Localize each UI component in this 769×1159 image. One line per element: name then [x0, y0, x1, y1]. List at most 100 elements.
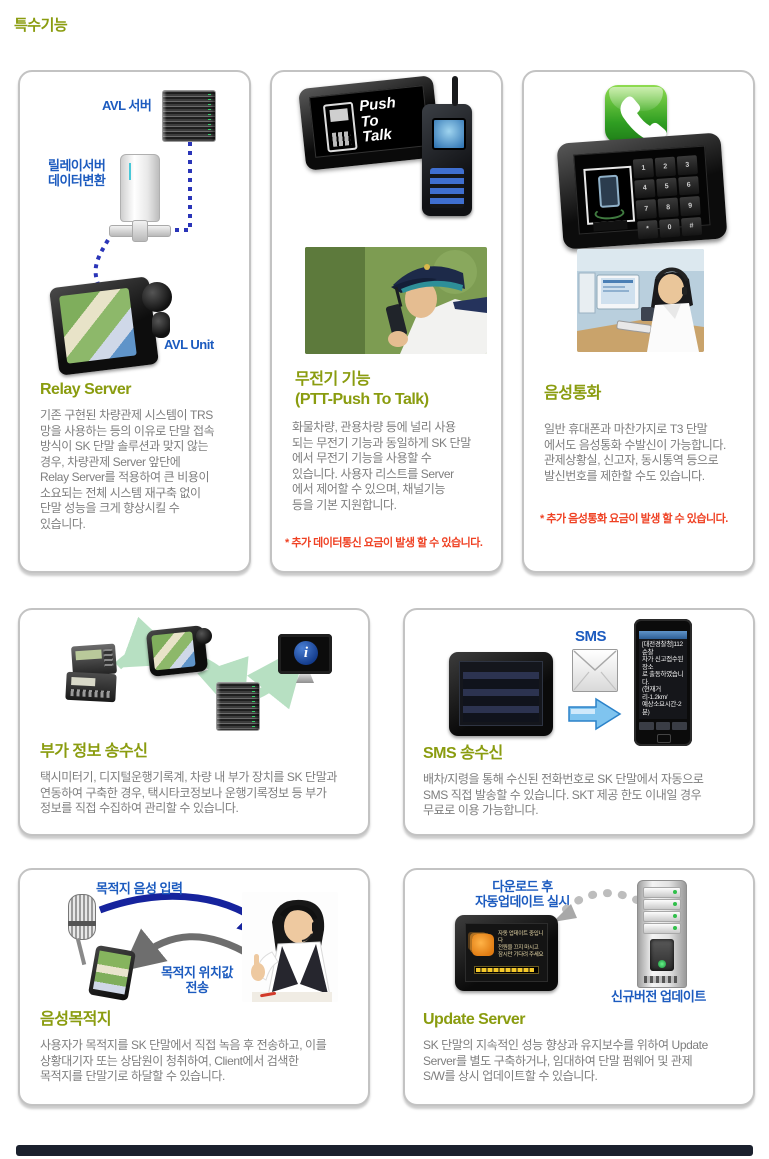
relay-converter-label: 릴레이서버 데이터변환	[48, 158, 106, 188]
relay-pc-icon	[120, 154, 160, 222]
police-officer-photo	[305, 247, 487, 354]
sms-meta-text: 07/29 오후 1:34 010-0000-0000	[639, 718, 687, 719]
dispatch-tablet-icon	[449, 652, 553, 736]
dialed-number	[593, 220, 628, 232]
relay-heading: Relay Server	[40, 381, 131, 398]
server-rack-icon	[216, 682, 260, 731]
envelope-flap	[573, 650, 617, 691]
download-label: 다운로드 후 자동업데이트 실시	[475, 879, 570, 909]
dialpad: 1 2 3 4 5 6 7 8 9 * 0 #	[632, 155, 703, 240]
microphone-icon	[68, 894, 96, 940]
sms-diagram: SMS [대전경찰청]112순찰 차가 신고접수된 장소 로 출동하였습니다. …	[405, 610, 753, 750]
extra-info-heading: 부가 정보 송수신	[40, 743, 148, 760]
call-screen: 1 2 3 4 5 6 7 8 9 * 0 #	[573, 145, 711, 240]
update-body: SK 단말의 지속적인 성능 향상과 유지보수를 위하여 Update Serv…	[423, 1038, 708, 1083]
relay-body: 기존 구현된 차량관제 시스템이 TRS 망을 사용하는 등의 이유로 단말 접…	[40, 408, 215, 531]
card-extra-info: i 부가 정보 송수신 택시미터기, 디지털운행기록계, 차량 내 부가 장치를…	[18, 608, 370, 836]
key-0: 0	[659, 217, 681, 238]
control-monitor-icon: i	[278, 634, 332, 674]
card-ptt: Push To Talk	[270, 70, 503, 573]
update-tablet-icon: 자동 업데이트 중입니다 전원을 끄지 마시고 잠시만 기다려 주세요	[455, 915, 558, 991]
extra-info-body: 택시미터기, 디지털운행기록계, 차량 내 부가 장치를 SK 단말과 연동하여…	[40, 770, 337, 815]
key-8: 8	[657, 197, 679, 218]
card-sms: SMS [대전경찰청]112순찰 차가 신고접수된 장소 로 출동하였습니다. …	[403, 608, 755, 836]
phone-app-icon	[605, 85, 667, 143]
card-relay-server: AVL 서버 릴레이서버 데이터변환 AVL Unit Relay Server…	[18, 70, 251, 573]
key-3: 3	[676, 155, 698, 175]
extra-info-diagram: i	[20, 610, 368, 740]
message-title-bar	[639, 631, 687, 639]
progress-bar	[474, 966, 539, 974]
new-version-label: 신규버전 업데이트	[611, 989, 706, 1004]
card-voice-destination: 목적지 음성 입력 목적지 위치값 전송 음성목적지	[18, 868, 370, 1106]
voice-call-diagram: 1 2 3 4 5 6 7 8 9 * 0 #	[524, 72, 753, 362]
mount-icon	[196, 628, 212, 644]
update-progress-icon	[472, 934, 494, 956]
sms-message-text: [대전경찰청]112순찰 차가 신고접수된 장소 로 출동하였습니다. (현재거…	[642, 641, 684, 716]
key-hash: #	[680, 216, 703, 237]
voice-call-body: 일반 휴대폰과 마찬가지로 T3 단말 에서도 음성통화 수발신이 가능합니다.…	[544, 422, 726, 483]
footer-bar	[16, 1145, 753, 1156]
page-title: 특수기능	[14, 17, 68, 34]
key-6: 6	[678, 175, 700, 196]
map-screen	[151, 630, 196, 671]
smartphone-screen: [대전경찰청]112순찰 차가 신고접수된 장소 로 출동하였습니다. (현재거…	[639, 631, 687, 719]
operator-photo	[242, 892, 338, 1002]
envelope-icon	[572, 649, 618, 692]
avl-unit-label: AVL Unit	[164, 337, 214, 352]
key-2: 2	[654, 156, 676, 177]
mount-suction-icon	[142, 282, 172, 312]
call-device: 1 2 3 4 5 6 7 8 9 * 0 #	[556, 132, 728, 250]
voice-dest-body: 사용자가 목적지를 SK 단말에서 직접 녹음 후 전송하고, 이를 상황대기자…	[40, 1038, 327, 1083]
dest-send-label: 목적지 위치값 전송	[161, 965, 233, 995]
server-vent	[644, 976, 680, 983]
send-arrow-icon	[568, 697, 622, 731]
nav-device-icon	[87, 944, 137, 1002]
voice-dest-heading: 음성목적지	[40, 1011, 112, 1028]
ptt-diagram: Push To Talk	[272, 72, 501, 362]
update-heading: Update Server	[423, 1011, 526, 1028]
ptt-screen: Push To Talk	[308, 85, 430, 158]
splitter-hub-icon	[132, 220, 148, 242]
antenna-icon	[452, 76, 458, 106]
card-voice-call: 1 2 3 4 5 6 7 8 9 * 0 #	[522, 70, 755, 573]
update-server-tower-icon	[637, 880, 687, 988]
server-door	[650, 939, 674, 971]
avl-server-label: AVL 서버	[102, 98, 152, 113]
update-screen: 자동 업데이트 중입니다 전원을 끄지 마시고 잠시만 기다려 주세요	[465, 923, 548, 982]
update-screen-text: 자동 업데이트 중입니다 전원을 끄지 마시고 잠시만 기다려 주세요	[498, 931, 544, 958]
call-center-photo	[577, 249, 704, 352]
key-4: 4	[634, 178, 656, 199]
mount-arm-icon	[152, 312, 170, 338]
card-update-server: 다운로드 후 자동업데이트 실시 자동 업데이트 중입니다 전원을 끄지 마시고…	[403, 868, 755, 1106]
calling-panel	[583, 165, 636, 225]
digital-tachograph-icon	[65, 671, 117, 703]
avl-server-rack-icon	[162, 90, 216, 142]
key-star: *	[637, 219, 659, 240]
ptt-device: Push To Talk	[298, 75, 441, 171]
walkie-keypad	[430, 168, 464, 208]
update-dotted-arrow	[553, 889, 641, 922]
walkie-screen	[432, 118, 466, 150]
info-icon: i	[294, 641, 318, 665]
sms-heading: SMS 송수신	[423, 745, 503, 762]
ptt-body: 화물차량, 관용차량 등에 널리 사용 되는 무전기 기능과 동일하게 SK 단…	[292, 420, 471, 512]
key-9: 9	[679, 196, 701, 216]
dotted-connector-lines	[93, 142, 192, 285]
ptt-fee-note: * 추가 데이터통신 요금이 발생 할 수 있습니다.	[285, 537, 483, 549]
radio-icon	[322, 101, 358, 153]
walkie-talkie-icon	[422, 76, 472, 216]
map-screen	[59, 287, 137, 365]
voice-call-heading: 음성통화	[544, 385, 601, 402]
phone-action-buttons	[639, 722, 688, 730]
ptt-screen-text: Push To Talk	[358, 94, 397, 147]
relay-diagram: AVL 서버 릴레이서버 데이터변환 AVL Unit	[20, 72, 249, 377]
handset-glyph	[620, 96, 667, 142]
ptt-heading: 무전기 기능 (PTT-Push To Talk)	[295, 371, 429, 408]
voice-input-label: 목적지 음성 입력	[96, 881, 183, 896]
sms-label: SMS	[575, 628, 607, 645]
update-diagram: 다운로드 후 자동업데이트 실시 자동 업데이트 중입니다 전원을 끄지 마시고…	[405, 870, 753, 1010]
home-button	[657, 734, 671, 743]
voice-call-fee-note: * 추가 음성통화 요금이 발생 할 수 있습니다.	[540, 513, 728, 525]
